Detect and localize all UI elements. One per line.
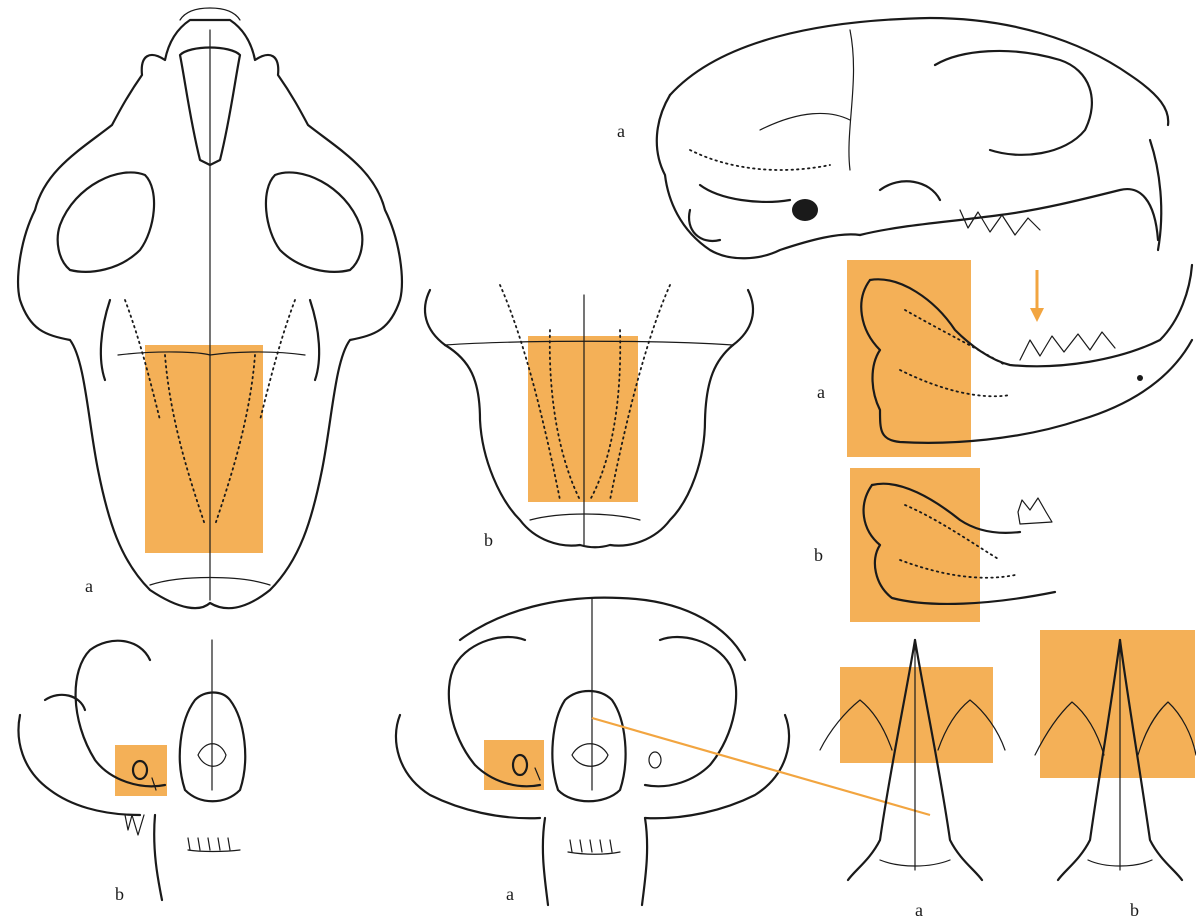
frontal-skull-b-highlight (115, 745, 167, 796)
mandible-a (847, 260, 1192, 457)
frontal-skull-b-label: b (115, 884, 124, 904)
mandible-b-label: b (814, 545, 823, 565)
lateral-skull-a-auditory-opening (792, 199, 818, 221)
lateral-skull-a-label: a (617, 121, 625, 141)
dorsal-skull-b-label: b (484, 530, 493, 550)
nasal-a (820, 640, 1005, 880)
frontal-skull-b (19, 640, 246, 900)
nasal-a-label: a (915, 900, 923, 920)
dorsal-skull-b (425, 285, 753, 547)
frontal-skull-a-label: a (506, 884, 514, 904)
mandible-a-label: a (817, 382, 825, 402)
lateral-skull-a (657, 18, 1168, 258)
dorsal-skull-b-highlight (528, 336, 638, 502)
nasal-b-label: b (1130, 900, 1139, 920)
nasal-a-highlight (840, 667, 993, 763)
dorsal-skull-a-label: a (85, 576, 93, 596)
mandible-b (850, 468, 1055, 622)
mandible-a-foramen (1137, 375, 1143, 381)
nasal-b (1035, 630, 1196, 880)
dorsal-skull-a (18, 8, 402, 608)
mandible-a-arrow-head (1030, 308, 1044, 322)
frontal-skull-a-right-foramen (649, 752, 661, 768)
